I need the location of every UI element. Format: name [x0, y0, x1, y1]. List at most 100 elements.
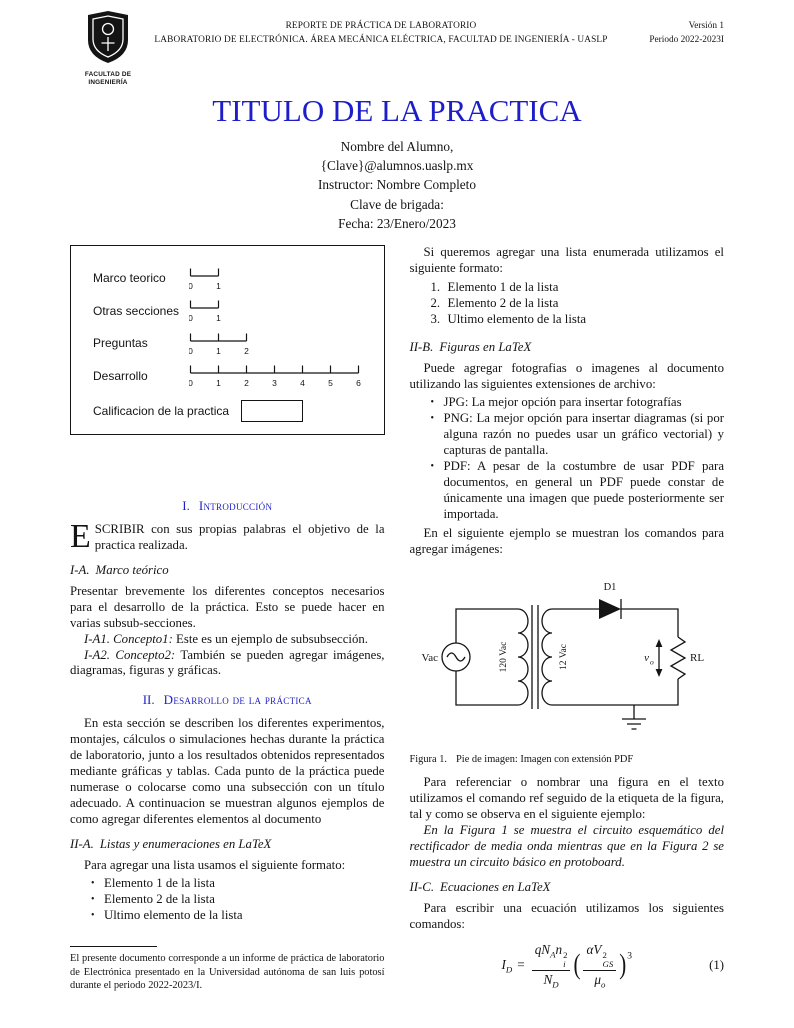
svg-text:2: 2 — [244, 378, 249, 388]
score-label: Calificacion de la practica — [93, 404, 230, 419]
eq-token: n — [555, 942, 563, 958]
list-item: •Ultimo elemento de la lista — [91, 908, 385, 924]
svg-text:1: 1 — [216, 313, 221, 323]
subsubsection-text: Este es un ejemplo de subsubsección. — [176, 631, 368, 646]
score-input-box — [241, 400, 304, 423]
svg-text:0: 0 — [189, 378, 193, 388]
subsubsection-concepto1: I-A1. Concepto1: Este es un ejemplo de s… — [70, 632, 385, 648]
svg-text:0: 0 — [189, 313, 193, 323]
subsubsection-text: También se pueden agregar imágenes, diag… — [70, 647, 385, 678]
svg-text:4: 4 — [300, 378, 305, 388]
eq-token: A — [550, 949, 556, 960]
subsubsection-concepto2: I-A2. Concepto2: También se pueden agreg… — [70, 648, 385, 680]
eq-frac1-denominator: ND — [532, 971, 571, 990]
list-item: •Elemento 2 de la lista — [91, 892, 385, 908]
crest-icon — [88, 11, 128, 63]
circuit-label-primary: 120 Vac — [499, 642, 509, 673]
footnote-text: El presente documento corresponde a un i… — [70, 952, 385, 992]
ejemplo-paragraph: En el siguiente ejemplo se muestran los … — [409, 525, 725, 556]
subsection-number: II-B. — [409, 339, 434, 354]
circuit-label-secondary: 12 Vac — [559, 645, 569, 671]
svg-text:0: 0 — [189, 346, 193, 356]
rubric-row-label: Desarrollo — [93, 368, 148, 383]
rubric-row-label: Otras secciones — [93, 303, 180, 318]
list-item-text: Elemento 1 de la lista — [104, 876, 215, 891]
university-crest-logo: FACULTAD DE INGENIERÍA — [70, 10, 134, 88]
author-name: Nombre del Alumno, — [340, 138, 454, 154]
list-item: •Elemento 1 de la lista — [91, 876, 385, 892]
header-version-block: Versión 1 Periodo 2022-2023I — [628, 10, 724, 48]
section-heading-desarrollo: II.Desarrollo de la práctica — [70, 692, 385, 708]
eq-equals: = — [517, 956, 525, 972]
section-title: Introducción — [198, 498, 273, 514]
bullet-icon: • — [430, 397, 435, 409]
section-number: I. — [182, 498, 190, 514]
ecuaciones-paragraph: Para escribir una ecuación utilizamos lo… — [409, 900, 725, 931]
header-period: Periodo 2022-2023I — [649, 35, 724, 46]
enum-number: 2. — [430, 295, 441, 310]
subsection-heading-ecuaciones: II-C.Ecuaciones en LaTeX — [410, 880, 725, 896]
transformer-core — [531, 605, 539, 710]
list-item-text: JPG: La mejor opción para insertar fotog… — [443, 395, 682, 410]
enum-number: 1. — [430, 279, 441, 294]
subsection-heading-marco-teorico: I-A.Marco teórico — [70, 563, 385, 579]
header-center: REPORTE DE PRÁCTICA DE LABORATORIO LABOR… — [134, 10, 628, 48]
list-item: 1.Elemento 1 de la lista — [431, 280, 725, 296]
list-item: •PNG: La mejor opción para insertar diag… — [431, 411, 725, 459]
bullet-icon: • — [430, 461, 435, 473]
list-item-text: PDF: A pesar de la costumbre de usar PDF… — [443, 459, 725, 521]
svg-text:0: 0 — [189, 281, 193, 291]
right-column: Si queremos agregar una lista enumerada … — [410, 245, 725, 993]
sine-wave-icon — [446, 652, 466, 663]
eq-token: GS — [602, 958, 614, 969]
marco-paragraph: Presentar brevemente los diferentes conc… — [70, 583, 385, 630]
logo-caption-line1: FACULTAD DE — [84, 71, 132, 78]
header-lab-name: LABORATORIO DE ELECTRÓNICA. ÁREA MECÁNIC… — [154, 35, 608, 46]
document-title: TITULO DE LA PRACTICA — [212, 92, 582, 128]
svg-text:1: 1 — [216, 378, 221, 388]
author-email: {Clave}@alumnos.uaslp.mx — [320, 158, 474, 174]
resistor-zigzag — [669, 636, 687, 681]
drop-cap: E — [70, 518, 91, 556]
subsection-title: Ecuaciones en LaTeX — [440, 879, 551, 894]
section-title: Desarrollo de la práctica — [163, 692, 312, 708]
format-list: • JPG: La mejor opción para insertar foto… — [431, 395, 725, 522]
eq-token: V — [593, 942, 602, 958]
close-paren: ) — [619, 947, 627, 980]
diode-triangle — [598, 599, 621, 620]
intro-lead: SCRIBIR — [94, 522, 145, 537]
enum-number: 3. — [430, 311, 441, 326]
eq-token: i — [563, 958, 566, 969]
bullet-icon: • — [430, 413, 435, 425]
open-paren: ( — [573, 947, 581, 980]
ref-paragraph: Para referenciar o nombrar una figura en… — [409, 775, 725, 822]
svg-text:2: 2 — [244, 346, 249, 356]
svg-text:6: 6 — [356, 378, 361, 388]
eq-token: 2 — [602, 950, 607, 961]
footnote: El presente documento corresponde a un i… — [70, 945, 385, 993]
section-heading-introduccion: I. Introducción — [70, 498, 385, 514]
eq-token: μ — [594, 971, 601, 987]
bullet-list: •Elemento 1 de la lista •Elemento 2 de l… — [91, 876, 385, 924]
list-item: 2.Elemento 2 de la lista — [431, 296, 725, 312]
eq-token: α — [586, 942, 594, 958]
svg-text:1: 1 — [216, 346, 221, 356]
subsubsection-label: I-A2. Concepto2: — [84, 647, 176, 662]
bullet-icon: • — [91, 894, 95, 906]
svg-text:5: 5 — [328, 378, 333, 388]
subsection-heading-listas: II-A.Listas y enumeraciones en LaTeX — [70, 837, 385, 853]
intro-text: con sus propias palabras el objetivo de … — [94, 522, 385, 553]
eq-token: D — [552, 979, 559, 990]
primary-wires — [455, 608, 518, 707]
